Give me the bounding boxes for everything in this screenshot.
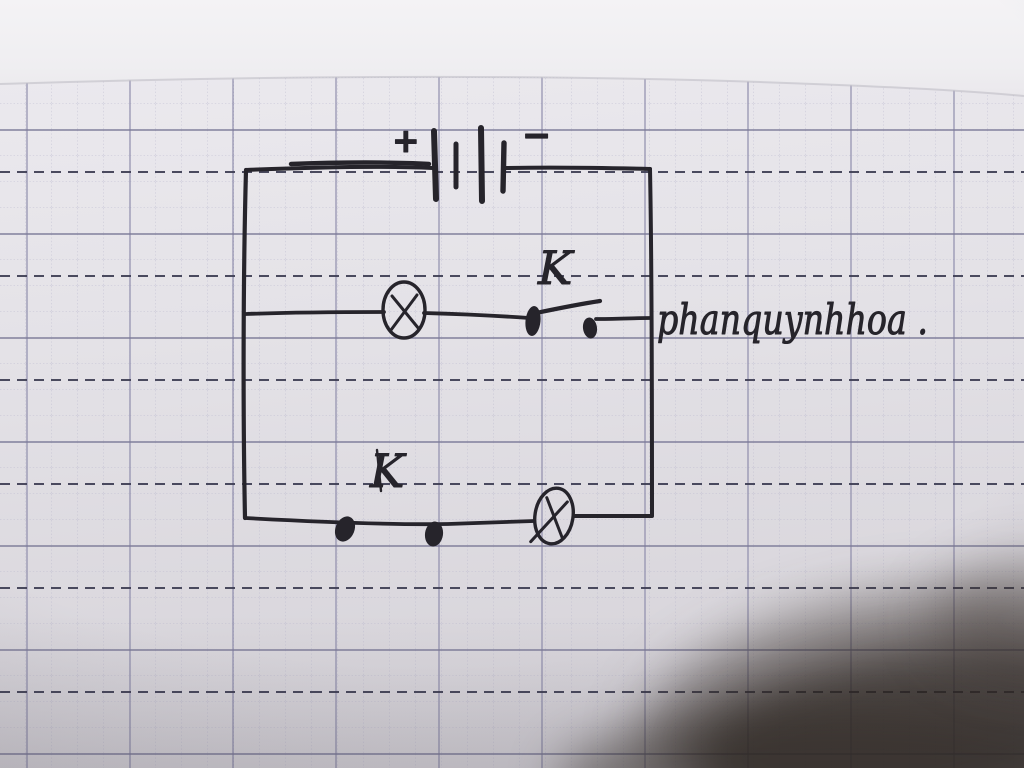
battery-plus-label: +	[392, 121, 420, 160]
handwritten-signature: phanquynhhoa .	[657, 295, 928, 344]
switch-label-pen-stroke	[375, 448, 383, 493]
wire-top-right	[504, 165, 652, 171]
page-top-edge-line	[0, 75, 1024, 97]
battery-minus-label: −	[522, 116, 551, 156]
page-top-margin	[0, 0, 1024, 96]
switch-middle-open	[525, 298, 603, 339]
switch-bottom-closed	[334, 516, 444, 547]
battery-plate-long-2	[478, 125, 485, 204]
wire-top-left	[244, 164, 435, 172]
lamp-x-stroke	[529, 500, 569, 544]
wire-middle-b	[422, 311, 531, 320]
lamp-x-stroke	[389, 293, 419, 332]
switch-lever	[533, 298, 603, 316]
lamp-bulb-circle	[381, 280, 427, 340]
wire-middle-c	[594, 316, 653, 321]
paper-grid	[0, 52, 1024, 768]
circuit-diagram: + − K K	[241, 115, 929, 547]
lamp-symbol-bottom	[529, 486, 575, 546]
battery-plate-long-1	[431, 128, 439, 202]
lamp-x-stroke	[545, 496, 565, 541]
battery-symbol	[431, 125, 507, 204]
switch-contact-dot	[334, 516, 356, 542]
circuit-wires	[241, 160, 654, 527]
lamp-bulb-circle	[533, 486, 575, 546]
lamp-symbol-middle	[381, 280, 427, 340]
switch-label-middle: K	[537, 241, 575, 295]
wire-right	[648, 167, 654, 517]
switch-contact-dot	[582, 317, 598, 339]
wire-middle-a	[244, 310, 386, 316]
battery-plate-short-2	[500, 140, 507, 194]
wire-left	[241, 167, 249, 521]
switch-contact-dot	[424, 521, 444, 547]
wire-top-left-overdraw	[288, 160, 432, 167]
grid-ruling-lines	[0, 52, 1024, 768]
switch-label-bottom: K	[369, 444, 407, 498]
